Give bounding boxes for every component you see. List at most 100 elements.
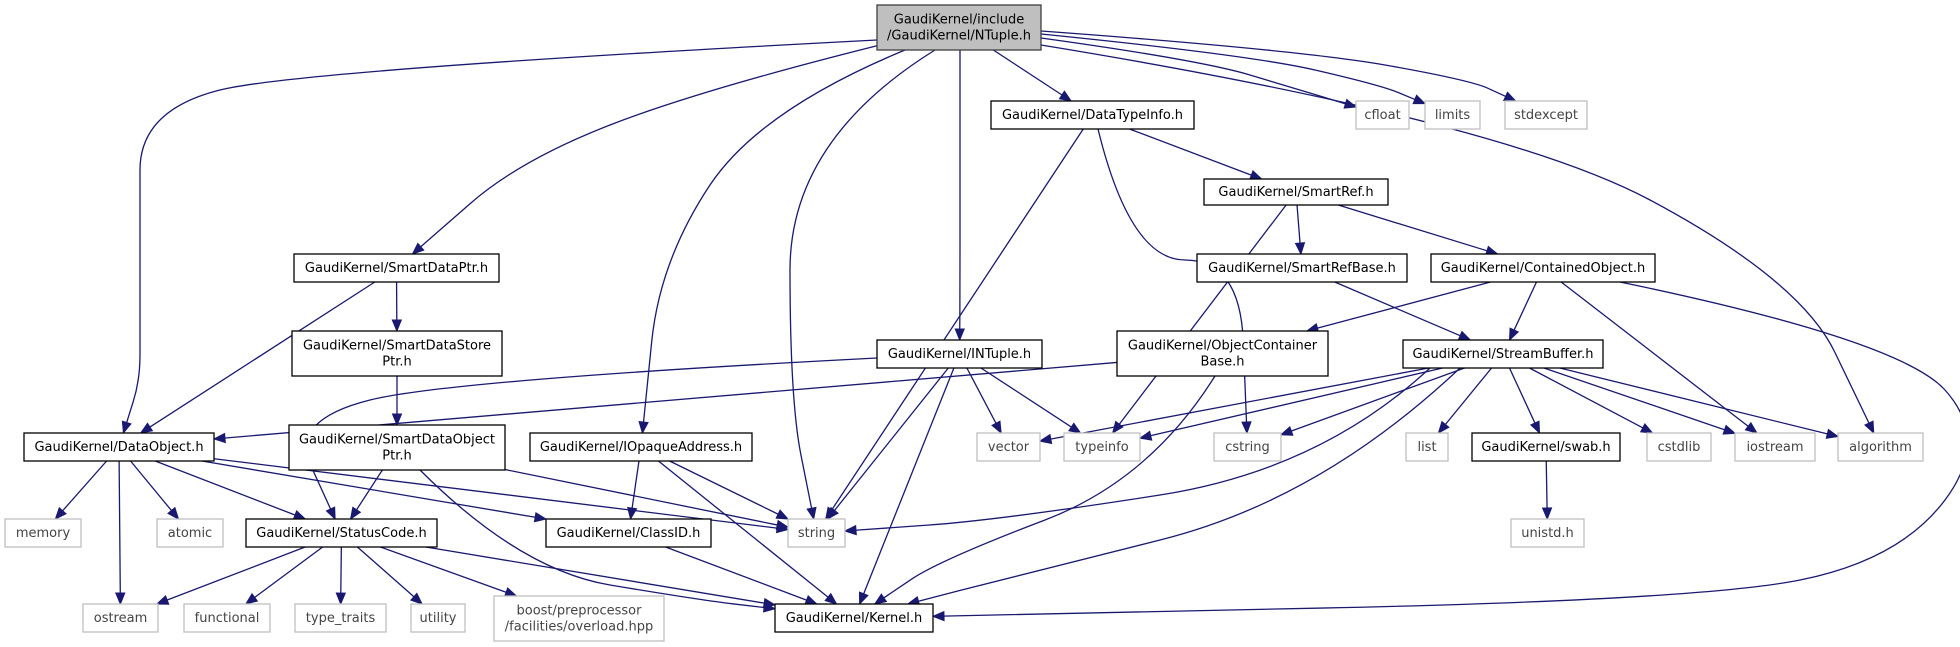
edge-line <box>340 546 342 595</box>
edge-ContainedObject-to-ObjectContainerBase <box>1305 281 1491 334</box>
node-box[interactable] <box>291 330 503 377</box>
node-box[interactable] <box>288 424 506 471</box>
node-label: GaudiKernel/include <box>894 13 1024 28</box>
node-box <box>1213 432 1282 462</box>
edge-line <box>356 546 416 598</box>
arrowhead-icon <box>391 413 403 427</box>
edge-StreamBuffer-to-string <box>843 367 1431 536</box>
node-box[interactable] <box>245 518 438 548</box>
edge-line <box>882 375 1216 599</box>
node-box[interactable] <box>990 100 1195 130</box>
arrowhead-icon <box>335 592 347 606</box>
node-label: /facilities/overload.hpp <box>505 620 653 635</box>
node-box <box>1405 432 1449 462</box>
node-DataObject[interactable]: GaudiKernel/DataObject.h <box>23 432 215 462</box>
edge-root-to-limits <box>1040 33 1427 105</box>
node-box[interactable] <box>293 253 500 283</box>
node-IOpaqueAddress[interactable]: GaudiKernel/IOpaqueAddress.h <box>529 432 753 462</box>
node-box[interactable] <box>774 603 934 633</box>
node-box[interactable] <box>23 432 215 462</box>
arrowhead-icon <box>167 506 180 521</box>
node-label: typeinfo <box>1075 440 1128 455</box>
arrowhead-icon <box>411 242 425 255</box>
node-ClassID[interactable]: GaudiKernel/ClassID.h <box>545 518 712 548</box>
arrowhead-icon <box>824 592 838 605</box>
node-string: string <box>787 518 846 548</box>
edge-line <box>1559 367 1829 435</box>
node-box <box>410 603 466 633</box>
edge-line <box>1129 128 1253 177</box>
node-ContainedObject[interactable]: GaudiKernel/ContainedObject.h <box>1430 253 1656 283</box>
node-box <box>1837 432 1924 462</box>
node-atomic: atomic <box>156 518 224 548</box>
edge-line <box>1290 367 1465 432</box>
node-box <box>1734 432 1816 462</box>
node-box <box>82 603 159 633</box>
node-StreamBuffer[interactable]: GaudiKernel/StreamBuffer.h <box>1402 339 1604 369</box>
node-INTuple[interactable]: GaudiKernel/INTuple.h <box>876 339 1043 369</box>
node-swab[interactable]: GaudiKernel/swab.h <box>1471 432 1621 462</box>
node-label: type_traits <box>306 611 376 626</box>
node-box[interactable] <box>1116 330 1329 377</box>
arrowhead-icon <box>873 593 888 605</box>
node-box[interactable] <box>1402 339 1604 369</box>
node-box[interactable] <box>876 339 1043 369</box>
arrowhead-icon <box>843 524 857 536</box>
arrowhead-icon <box>115 592 126 606</box>
edge-SmartRefBase-to-StreamBuffer <box>1334 281 1472 341</box>
edge-IOpaqueAddress-to-ClassID <box>626 460 640 521</box>
arrowhead-icon <box>1138 430 1153 441</box>
node-box <box>787 518 846 548</box>
node-cfloat: cfloat <box>1355 100 1410 130</box>
node-SmartRef[interactable]: GaudiKernel/SmartRef.h <box>1203 178 1389 206</box>
edge-line <box>148 281 376 429</box>
node-box[interactable] <box>529 432 753 462</box>
node-box <box>156 518 224 548</box>
edge-DataTypeInfo-to-SmartRef <box>1129 128 1263 180</box>
edge-line <box>665 546 808 602</box>
node-label: atomic <box>168 526 212 541</box>
node-box[interactable] <box>1430 253 1656 283</box>
edge-SmartDataObjectPtr-to-StatusCode <box>349 469 383 521</box>
edge-line <box>165 546 306 602</box>
node-label: GaudiKernel/SmartDataPtr.h <box>305 261 488 276</box>
node-Kernel[interactable]: GaudiKernel/Kernel.h <box>774 603 934 633</box>
node-SmartRefBase[interactable]: GaudiKernel/SmartRefBase.h <box>1196 253 1408 283</box>
node-box[interactable] <box>1471 432 1621 462</box>
edge-INTuple-to-Kernel <box>858 367 955 606</box>
node-functional: functional <box>183 603 271 633</box>
node-box[interactable] <box>1196 253 1408 283</box>
node-SmartDataPtr[interactable]: GaudiKernel/SmartDataPtr.h <box>293 253 500 283</box>
node-DataTypeInfo[interactable]: GaudiKernel/DataTypeInfo.h <box>990 100 1195 130</box>
edge-line <box>125 39 878 424</box>
node-label: GaudiKernel/ContainedObject.h <box>1441 261 1646 276</box>
edge-root-to-DataTypeInfo <box>992 49 1073 102</box>
node-ostream: ostream <box>82 603 159 633</box>
node-root[interactable]: GaudiKernel/include/GaudiKernel/NTuple.h <box>876 4 1042 51</box>
node-unistd: unistd.h <box>1510 518 1585 548</box>
node-label: Ptr.h <box>382 355 411 370</box>
node-label: ostream <box>94 611 148 626</box>
arrowhead-icon <box>1241 421 1252 435</box>
edge-DataObject-to-atomic <box>130 460 180 521</box>
edge-StreamBuffer-to-cstring <box>1279 367 1465 436</box>
edge-StreamBuffer-to-algorithm <box>1559 367 1840 439</box>
arrowhead-icon <box>991 420 1002 435</box>
node-box <box>1510 518 1585 548</box>
edge-StreamBuffer-to-cstdlib <box>1529 367 1654 434</box>
node-label: GaudiKernel/SmartDataObject <box>299 433 495 448</box>
edge-IOpaqueAddress-to-Kernel <box>658 460 838 605</box>
edge-line <box>642 49 906 424</box>
arrowhead-icon <box>325 506 336 521</box>
node-box[interactable] <box>876 4 1042 51</box>
edge-line <box>854 367 1431 531</box>
node-box[interactable] <box>1203 178 1389 206</box>
edge-line <box>1097 128 1248 424</box>
node-StatusCode[interactable]: GaudiKernel/StatusCode.h <box>245 518 438 548</box>
node-box[interactable] <box>545 518 712 548</box>
edge-swab-to-unistd <box>1541 460 1553 521</box>
